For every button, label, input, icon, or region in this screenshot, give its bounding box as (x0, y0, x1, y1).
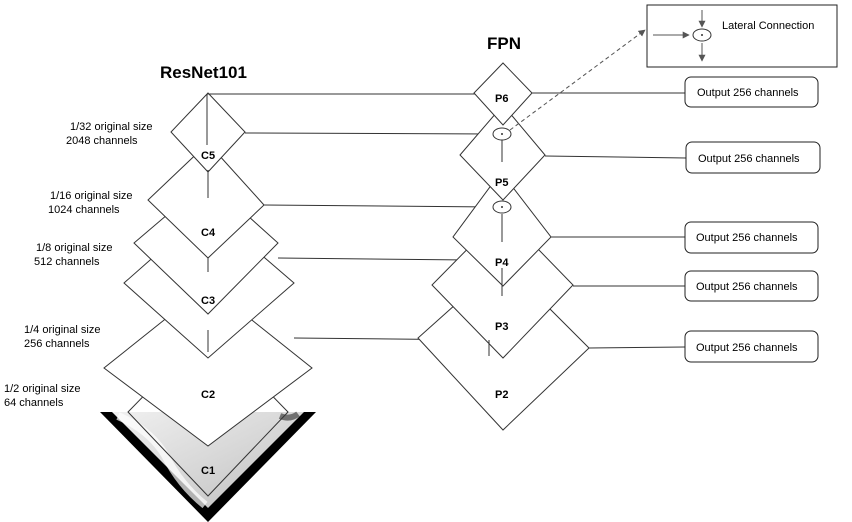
output-box-p2: Output 256 channels (684, 330, 819, 363)
p3-label: P3 (495, 321, 508, 333)
c2-channels-label: 256 channels (24, 338, 90, 350)
lateral-connection-legend: Lateral Connection (646, 4, 838, 68)
c4-size-label: 1/16 original size (50, 190, 133, 202)
c5-size-label: 1/32 original size (70, 121, 153, 133)
c3-channels-label: 512 channels (34, 256, 100, 268)
output-label: Output 256 channels (698, 153, 800, 165)
c3-size-label: 1/8 original size (36, 242, 112, 254)
output-box-p3: Output 256 channels (684, 270, 819, 302)
legend-label: Lateral Connection (722, 20, 814, 32)
c3-label: C3 (201, 295, 215, 307)
c2-diamond (103, 284, 313, 447)
c2-label: C2 (201, 389, 215, 401)
p6-diamond (473, 62, 533, 126)
legend-pointer-arrow (509, 29, 646, 131)
c4-to-p4-lateral (263, 204, 495, 208)
c4-label: C4 (201, 227, 216, 239)
p5-label: P5 (495, 177, 508, 189)
p4-label: P4 (495, 257, 509, 269)
output-label: Output 256 channels (697, 87, 799, 99)
c1-channels-label: 64 channels (4, 397, 64, 409)
c5-label: C5 (201, 150, 215, 162)
c1-size-label: 1/2 original size (4, 383, 80, 395)
output-label: Output 256 channels (696, 281, 798, 293)
c3-to-p3-lateral (277, 257, 471, 261)
c2-size-label: 1/4 original size (24, 324, 100, 336)
output-box-p4: Output 256 channels (684, 221, 819, 254)
output-label: Output 256 channels (696, 342, 798, 354)
c4-channels-label: 1024 channels (48, 204, 120, 216)
c1-label: C1 (201, 465, 215, 477)
output-label: Output 256 channels (696, 232, 798, 244)
p5-output-line (544, 155, 687, 159)
p2-label: P2 (495, 389, 508, 401)
output-box-p5: Output 256 channels (685, 141, 821, 174)
output-box-p6: Output 256 channels (684, 76, 819, 108)
backbone-title: ResNet101 (160, 63, 247, 82)
c5-to-p5-lateral (244, 132, 494, 135)
fpn-title: FPN (487, 34, 521, 53)
p6-label: P6 (495, 93, 508, 105)
c5-channels-label: 2048 channels (66, 135, 138, 147)
p2-output-line (588, 346, 686, 349)
